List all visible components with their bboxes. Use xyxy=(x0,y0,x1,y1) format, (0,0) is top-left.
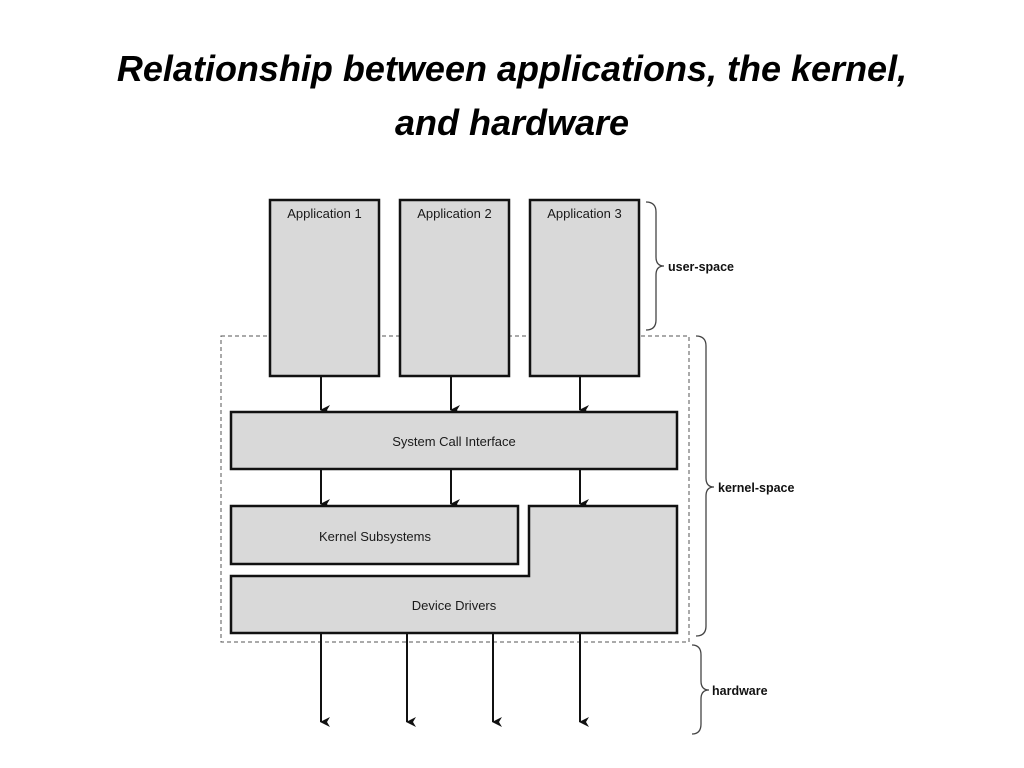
kernel-subsystems-box: Kernel Subsystems xyxy=(229,504,520,566)
application-1-box: Application 1 xyxy=(268,198,381,378)
hardware-label: hardware xyxy=(712,684,768,698)
user-space-label: user-space xyxy=(668,260,734,274)
user-space-brace xyxy=(645,201,665,331)
hardware-brace xyxy=(691,644,710,735)
kernel-space-brace xyxy=(695,335,715,637)
application-2-box: Application 2 xyxy=(398,198,511,378)
application-3-box: Application 3 xyxy=(528,198,641,378)
kernel-space-label: kernel-space xyxy=(718,481,794,495)
application-1-label: Application 1 xyxy=(287,206,361,221)
slide-title-line-1: Relationship between applications, the k… xyxy=(116,48,908,89)
application-2-label: Application 2 xyxy=(417,206,491,221)
device-drivers-box: Device Drivers xyxy=(229,504,679,635)
slide-title-line-2: and hardware xyxy=(394,102,630,143)
kernel-subsystems-label: Kernel Subsystems xyxy=(319,529,431,544)
system-call-interface-label: System Call Interface xyxy=(392,434,516,449)
application-3-label: Application 3 xyxy=(547,206,621,221)
device-drivers-label: Device Drivers xyxy=(412,598,497,613)
slide-title: Relationship between applications, the k… xyxy=(40,42,984,150)
system-call-interface-box: System Call Interface xyxy=(229,410,679,471)
